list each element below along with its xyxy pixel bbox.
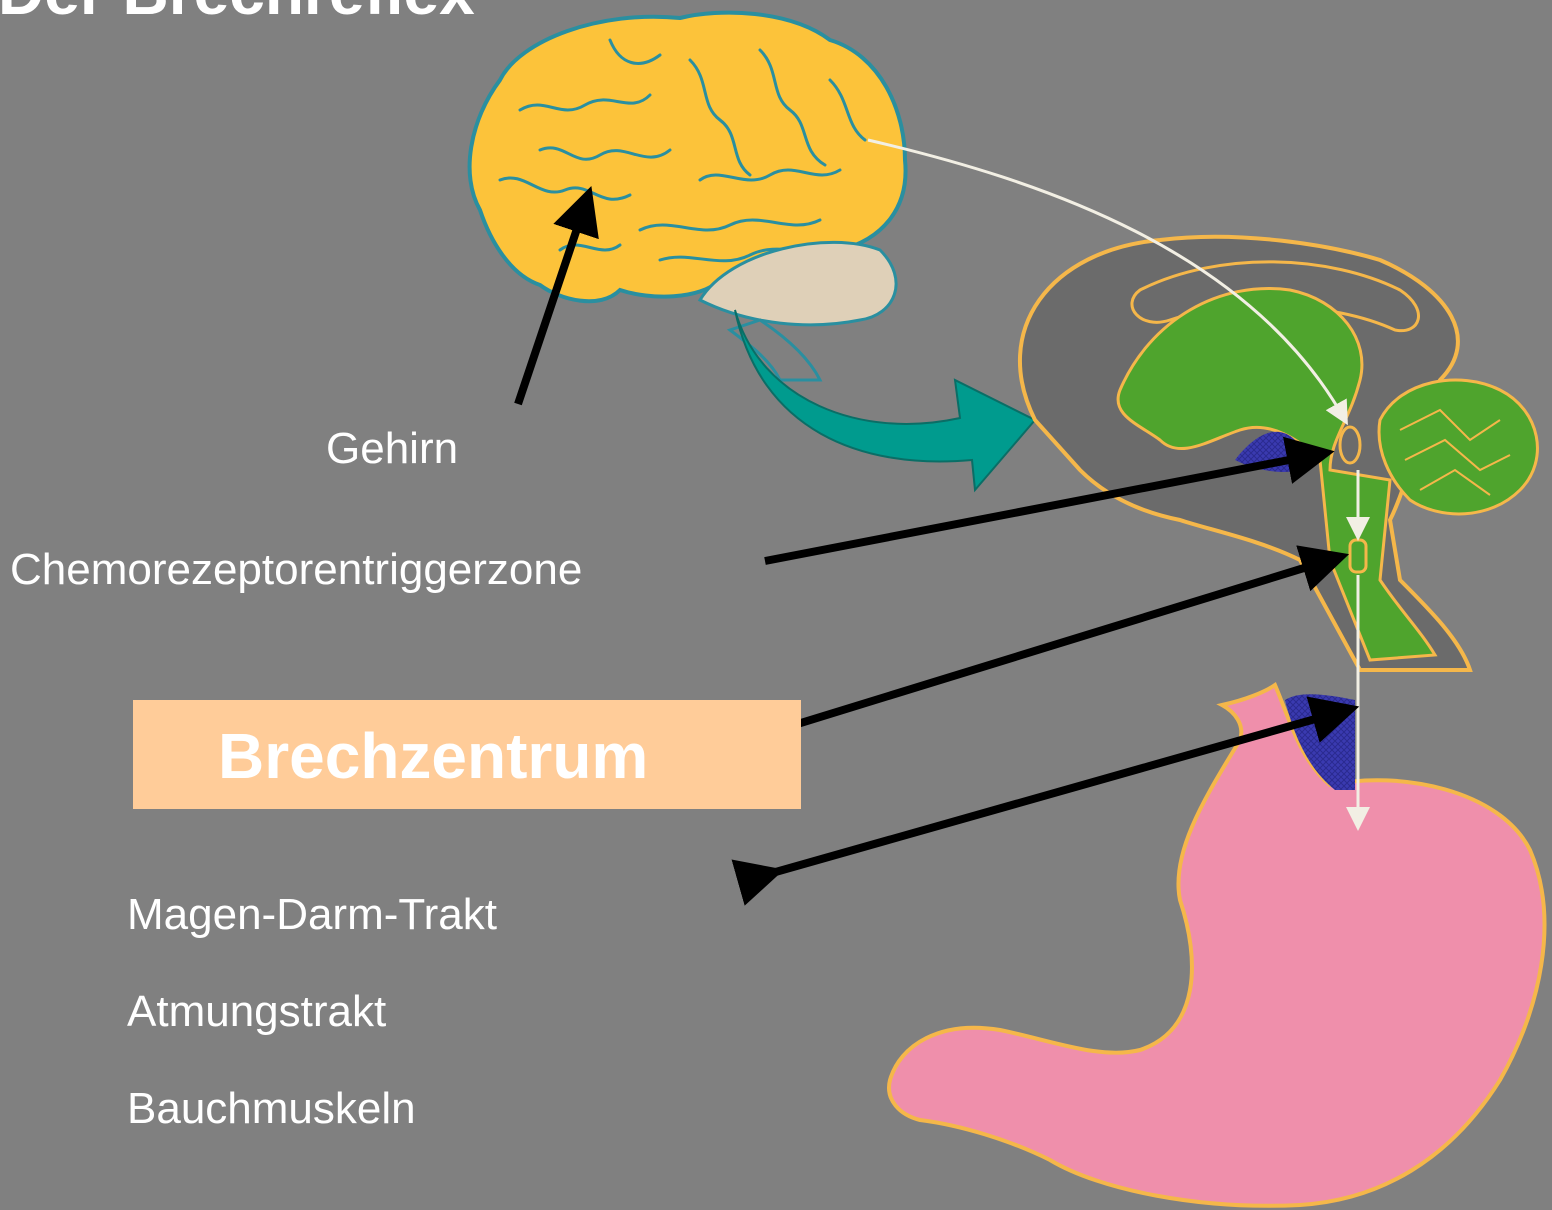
vomiting-center-box: Brechzentrum [133,700,801,809]
label-gi-tract: Magen-Darm-Trakt [127,893,497,937]
label-vomiting-center: Brechzentrum [218,724,648,788]
brain-section-illustration [1020,237,1538,670]
label-respiratory-tract: Atmungstrakt [127,990,386,1034]
label-ctz: Chemorezeptorentriggerzone [10,548,582,592]
label-brain: Gehirn [326,427,458,471]
label-abdominal-muscles: Bauchmuskeln [127,1087,416,1131]
stomach-illustration [889,685,1544,1206]
brainstem-curve [730,320,820,380]
